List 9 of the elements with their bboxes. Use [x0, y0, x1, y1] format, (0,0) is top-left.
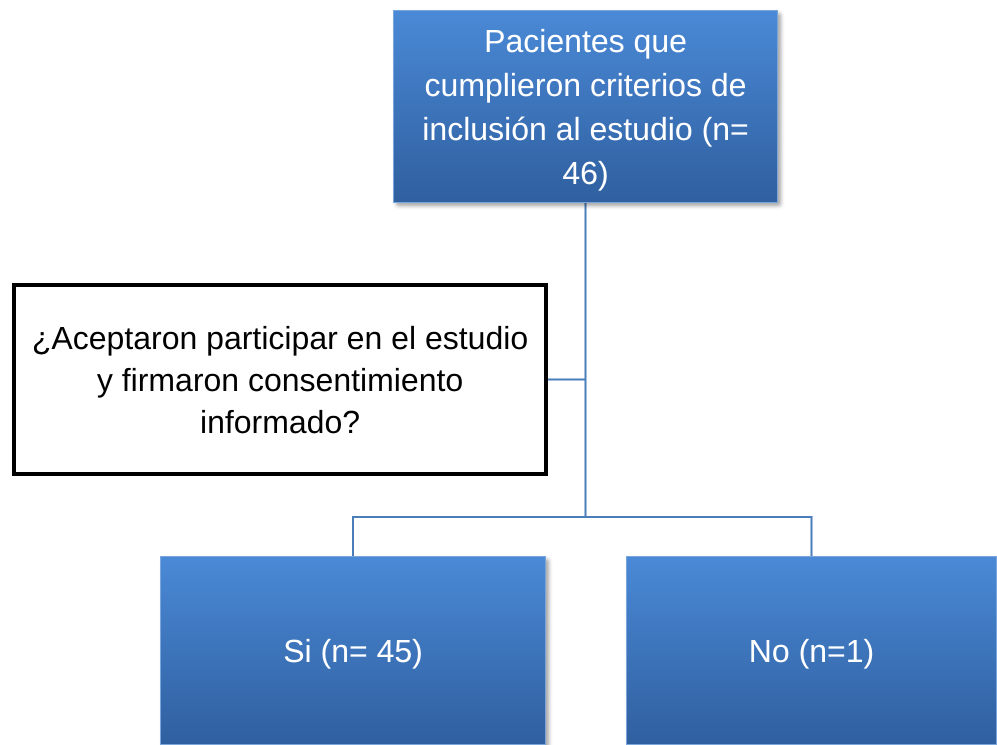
connector-line: [548, 378, 585, 380]
box-text: Pacientes que cumplieron criterios de inclusión al estudio (n= 46): [421, 22, 750, 193]
process-box: [160, 556, 546, 745]
process-box: [626, 556, 997, 745]
box-text: No (n=1): [748, 632, 874, 671]
box-text: ¿Aceptaron participar en el estudio y firmaron consentimiento informado?: [30, 318, 530, 442]
box-text: Si (n= 45): [283, 632, 423, 671]
question-box: [12, 283, 548, 476]
process-box: [393, 10, 778, 203]
